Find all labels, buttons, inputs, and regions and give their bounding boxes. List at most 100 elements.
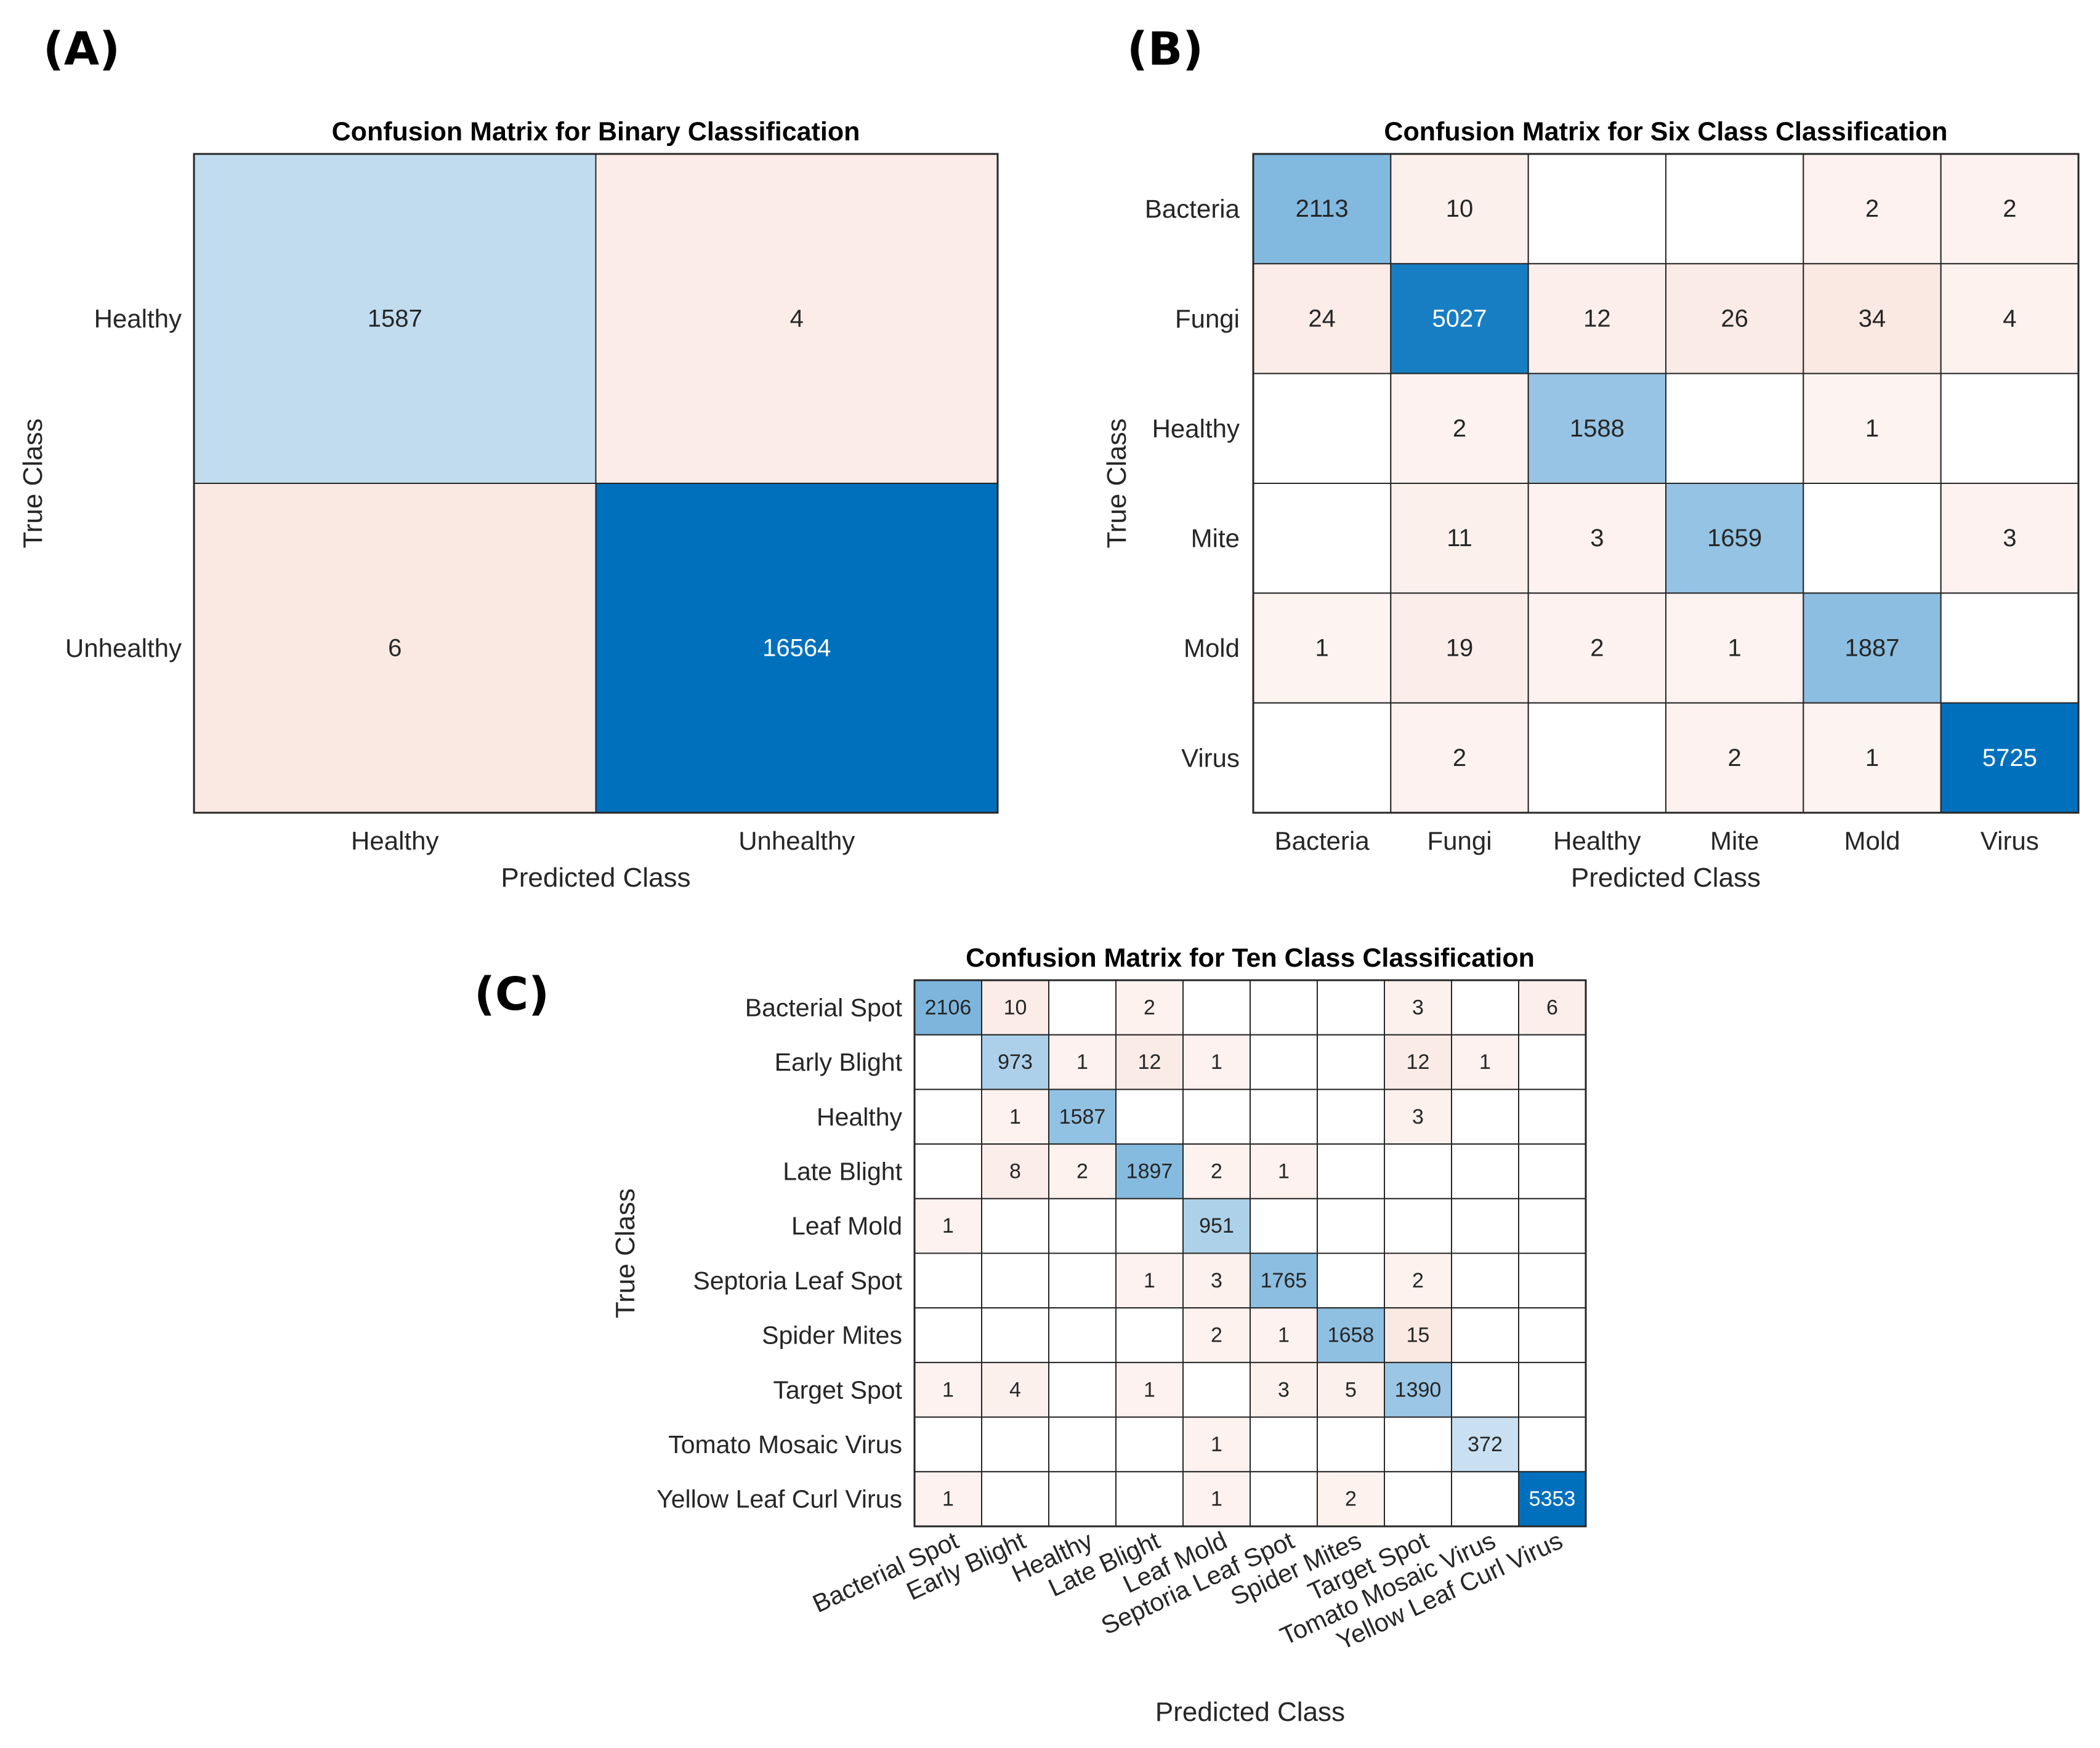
matrix-cell <box>1803 702 1942 813</box>
matrix-cell <box>1451 1089 1519 1145</box>
matrix-cell <box>1390 592 1529 704</box>
cell-value: 1887 <box>1845 635 1900 662</box>
matrix-cell <box>1048 1252 1117 1309</box>
matrix-cell <box>595 153 998 484</box>
matrix-cell <box>1384 1143 1452 1199</box>
matrix-cell <box>1048 1416 1117 1473</box>
matrix-cell <box>1803 483 1942 594</box>
col-label-healthy: Healthy <box>1553 826 1641 855</box>
cell-value: 2106 <box>925 996 972 1019</box>
matrix-cell <box>1665 702 1804 813</box>
matrix-cell <box>1803 153 1942 265</box>
matrix-cell <box>1115 1198 1184 1254</box>
matrix-cell <box>1317 1198 1385 1254</box>
row-label-spider-mites: Spider Mites <box>762 1321 902 1350</box>
cell-value: 1 <box>1144 1269 1155 1292</box>
matrix-cell <box>1940 592 2080 704</box>
matrix-cell <box>1253 153 1392 265</box>
matrix-cell <box>1250 980 1318 1036</box>
cell-value: 2113 <box>1296 195 1349 222</box>
row-label-bacterial-spot: Bacterial Spot <box>745 993 903 1021</box>
binary-confusion-matrix: Confusion Matrix for Binary Classificati… <box>18 117 999 893</box>
matrix-cell <box>1317 980 1385 1036</box>
matrix-cell <box>1253 263 1392 374</box>
col-label-healthy: Healthy <box>351 826 438 855</box>
matrix-cell <box>981 1416 1049 1473</box>
cell-value: 951 <box>1199 1214 1234 1238</box>
matrix-cell <box>1384 1198 1452 1254</box>
cell-value: 12 <box>1138 1050 1161 1074</box>
cell-value: 4 <box>2003 305 2016 332</box>
cell-value: 2 <box>1144 996 1155 1019</box>
cell-value: 5725 <box>1982 744 2037 771</box>
matrix-cell <box>914 1416 982 1473</box>
matrix-cell <box>981 1089 1049 1145</box>
matrix-cell <box>1250 1416 1318 1473</box>
matrix-cell <box>1250 1198 1318 1254</box>
matrix-cell <box>1182 980 1251 1036</box>
cell-value: 1765 <box>1261 1269 1307 1292</box>
matrix-cell <box>1384 980 1452 1036</box>
matrix-cell <box>595 483 998 813</box>
row-label-unhealthy: Unhealthy <box>65 634 182 663</box>
matrix-cell <box>1182 1089 1251 1145</box>
row-label-healthy: Healthy <box>817 1103 903 1131</box>
cell-value: 10 <box>1004 996 1027 1019</box>
col-label-mite: Mite <box>1710 826 1759 855</box>
cell-value: 2 <box>1211 1159 1222 1183</box>
matrix-cell <box>1451 1252 1519 1309</box>
matrix-cell <box>914 1089 982 1145</box>
cell-value: 6 <box>1546 996 1558 1019</box>
matrix-cell <box>1527 592 1667 704</box>
matrix-cell <box>1527 263 1667 374</box>
matrix-cell <box>1518 1361 1586 1418</box>
chart-title: Confusion Matrix for Ten Class Classific… <box>966 943 1535 973</box>
matrix-cell <box>1451 1034 1519 1090</box>
col-label-bacteria: Bacteria <box>1275 826 1370 855</box>
matrix-cell <box>1527 373 1667 485</box>
matrix-cell <box>1518 1034 1586 1090</box>
matrix-cell <box>1048 1361 1117 1418</box>
matrix-cell <box>1253 373 1392 485</box>
matrix-cell <box>1527 483 1667 594</box>
cell-value: 2 <box>1412 1269 1424 1292</box>
matrix-cell <box>1384 1307 1452 1363</box>
matrix-cell <box>914 1252 982 1309</box>
cell-value: 16564 <box>762 635 831 662</box>
col-label-unhealthy: Unhealthy <box>738 826 855 855</box>
cell-value: 2 <box>1076 1159 1088 1183</box>
matrix-cell <box>1518 1471 1586 1528</box>
matrix-cell <box>1317 1252 1385 1309</box>
cell-value: 2 <box>1345 1488 1357 1511</box>
matrix-cell <box>1115 1089 1184 1145</box>
matrix-cell <box>981 980 1049 1036</box>
cell-value: 1 <box>1865 415 1879 442</box>
panel-label-b: (B) <box>1127 23 1203 76</box>
matrix-cell <box>1527 153 1667 265</box>
row-label-septoria-leaf-spot: Septoria Leaf Spot <box>693 1267 902 1295</box>
cell-value: 6 <box>388 635 402 662</box>
cell-value: 1 <box>1728 635 1742 662</box>
cell-value: 973 <box>998 1050 1033 1074</box>
col-label-virus: Virus <box>1981 826 2039 855</box>
cell-value: 3 <box>1278 1378 1290 1401</box>
matrix-cell <box>1317 1416 1385 1473</box>
matrix-cell <box>1803 592 1942 704</box>
matrix-cell <box>1115 1307 1184 1363</box>
matrix-cell <box>1048 1307 1117 1363</box>
matrix-cell <box>1518 980 1586 1036</box>
matrix-cell <box>1317 1143 1385 1199</box>
cell-value: 2 <box>1728 744 1742 771</box>
matrix-cell <box>1518 1252 1586 1309</box>
cell-value: 3 <box>1211 1269 1222 1292</box>
matrix-cell <box>1518 1143 1586 1199</box>
matrix-cell <box>1940 153 2080 265</box>
cell-value: 2 <box>2003 195 2016 222</box>
cell-value: 4 <box>790 305 804 332</box>
matrix-cell <box>1940 702 2080 813</box>
cell-value: 1 <box>942 1488 954 1511</box>
cell-value: 1897 <box>1126 1159 1173 1183</box>
matrix-cell <box>1182 1034 1251 1090</box>
matrix-cell <box>1940 263 2080 374</box>
matrix-cell <box>914 1143 982 1199</box>
